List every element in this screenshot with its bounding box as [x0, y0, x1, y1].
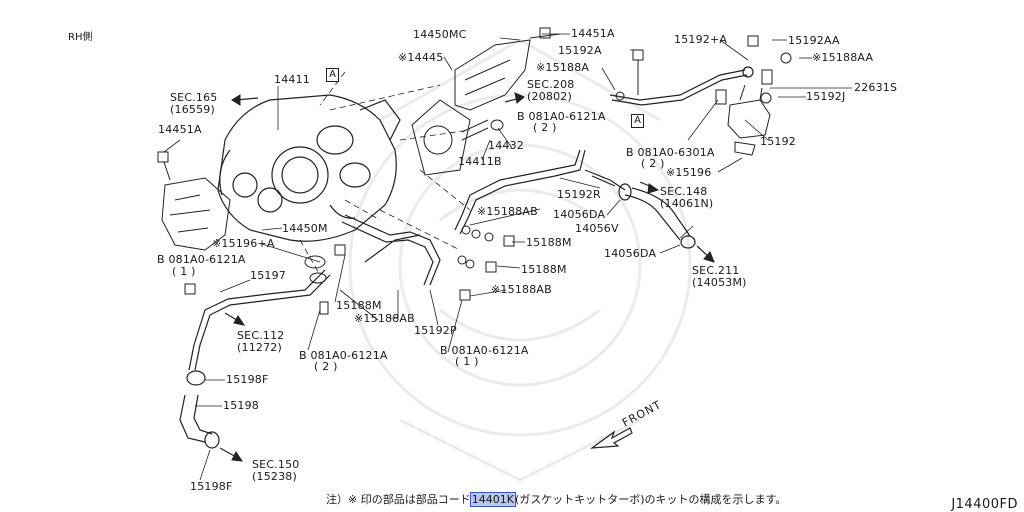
part-label-15192a[interactable]: 15192A	[558, 44, 602, 57]
sec-code-14061n: (14061N)	[660, 197, 714, 210]
part-label-15188ab-1[interactable]: ※15188AB	[477, 205, 538, 218]
gasket-14445[interactable]	[411, 99, 471, 176]
bolt-qty-1: ( 2 )	[533, 121, 557, 134]
bolt-qty-5: ( 1 )	[455, 355, 479, 368]
sec-code-15238: (15238)	[252, 470, 297, 483]
part-label-22631s[interactable]: 22631S	[854, 81, 898, 94]
kit-note-suffix: (ガスケットキットターボ)のキットの構成を示します。	[514, 493, 787, 506]
gaskets-15188[interactable]	[184, 91, 625, 315]
part-label-15192r[interactable]: 15192R	[557, 188, 601, 201]
heat-shield-14450mc[interactable]	[454, 39, 531, 111]
direction-arrows	[219, 92, 715, 462]
bolt-label-081a0-6121a-3[interactable]: B 081A0-6121A	[157, 253, 246, 266]
oil-block-15192[interactable]	[715, 84, 771, 156]
dashed-guides	[299, 71, 471, 276]
part-label-14450m[interactable]: 14450M	[282, 222, 328, 235]
bolt-label-081a0-6301a[interactable]: B 081A0-6301A	[626, 146, 715, 159]
part-label-15192p[interactable]: 15192P	[414, 324, 457, 337]
bolt-label-081a0-6121a-4[interactable]: B 081A0-6121A	[299, 349, 388, 362]
part-label-15188m-right[interactable]: 15188M	[526, 236, 572, 249]
part-label-15192j[interactable]: 15192J	[806, 90, 846, 103]
hose-14056v[interactable]	[618, 183, 696, 249]
part-label-15198[interactable]: 15198	[223, 399, 259, 412]
section-marker-a: A	[326, 68, 339, 82]
pipe-15197[interactable]	[188, 269, 331, 371]
bolt-qty-3: ( 1 )	[172, 265, 196, 278]
part-label-14056da-1[interactable]: 14056DA	[553, 208, 606, 221]
part-label-15192[interactable]: 15192	[760, 135, 796, 148]
fitting-15192aa[interactable]	[747, 35, 792, 104]
part-label-14411b[interactable]: 14411B	[458, 155, 502, 168]
bolt-14451a-top[interactable]	[529, 27, 561, 39]
part-label-15192-plus-a[interactable]: 15192+A	[674, 33, 728, 46]
heat-shield-14450m[interactable]	[161, 177, 231, 251]
part-label-15196[interactable]: ※15196	[666, 166, 712, 179]
sec-code-11272: (11272)	[237, 341, 282, 354]
part-label-14411[interactable]: 14411	[274, 73, 310, 86]
part-label-14451a-top[interactable]: 14451A	[571, 27, 615, 40]
sec-code-20802: (20802)	[527, 90, 572, 103]
sec-code-14053m: (14053M)	[692, 276, 747, 289]
part-label-14445[interactable]: ※14445	[398, 51, 444, 64]
section-marker-a-2: A	[631, 114, 644, 128]
kit-code-highlight[interactable]: 14401K	[469, 492, 516, 507]
side-indicator: RH側	[68, 32, 93, 43]
part-label-14056v[interactable]: 14056V	[575, 222, 619, 235]
hose-15198[interactable]	[179, 370, 220, 449]
part-label-14450mc[interactable]: 14450MC	[413, 28, 467, 41]
sec-label-165[interactable]: SEC.165	[170, 91, 218, 104]
part-label-15188aa[interactable]: ※15188AA	[812, 51, 874, 64]
leader-lines	[163, 33, 852, 481]
bolt-label-081a0-6121a-5[interactable]: B 081A0-6121A	[440, 344, 529, 357]
sec-code-16559: (16559)	[170, 103, 215, 116]
bolt-qty-4: ( 2 )	[314, 360, 338, 373]
pipe-15192p[interactable]	[341, 214, 441, 286]
stud-14411b[interactable]	[461, 119, 504, 141]
part-label-15192aa[interactable]: 15192AA	[788, 34, 840, 47]
sec-label-150[interactable]: SEC.150	[252, 458, 300, 471]
part-label-15188a[interactable]: ※15188A	[536, 61, 590, 74]
oil-pipe-15192a[interactable]	[609, 66, 754, 106]
part-label-15188ab-2[interactable]: ※15188AB	[491, 283, 552, 296]
part-label-15188ab-center[interactable]: ※15188AB	[354, 312, 415, 325]
part-label-15188m-center[interactable]: 15188M	[336, 299, 382, 312]
part-label-14056da-2[interactable]: 14056DA	[604, 247, 657, 260]
part-label-15198f-2[interactable]: 15198F	[190, 480, 233, 493]
drawing-code: J14400FD	[951, 497, 1018, 512]
part-label-15197[interactable]: 15197	[250, 269, 286, 282]
part-label-15198f-1[interactable]: 15198F	[226, 373, 269, 386]
front-arrow-icon	[589, 427, 633, 449]
part-label-15196-plus-a[interactable]: ※15196+A	[212, 237, 275, 250]
sec-label-112[interactable]: SEC.112	[237, 329, 285, 342]
sec-label-208[interactable]: SEC.208	[527, 78, 575, 91]
part-label-14432[interactable]: 14432	[488, 139, 524, 152]
bolt-label-081a0-6121a-1[interactable]: B 081A0-6121A	[517, 110, 606, 123]
kit-note: 注）※ 印の部品は部品コード14401K(ガスケットキットターボ)のキットの構成…	[326, 491, 786, 507]
part-label-14451a-left[interactable]: 14451A	[158, 123, 202, 136]
part-label-15188m-right-2[interactable]: 15188M	[521, 263, 567, 276]
bolt-14451a-left[interactable]	[157, 151, 171, 181]
bolt-qty-2: ( 2 )	[641, 157, 665, 170]
bolt-15192a[interactable]	[632, 49, 644, 95]
turbocharger-assembly[interactable]	[217, 94, 401, 242]
kit-note-prefix: 注）※ 印の部品は部品コード	[326, 493, 471, 506]
sec-label-211[interactable]: SEC.211	[692, 264, 740, 277]
sec-label-148[interactable]: SEC.148	[660, 185, 708, 198]
